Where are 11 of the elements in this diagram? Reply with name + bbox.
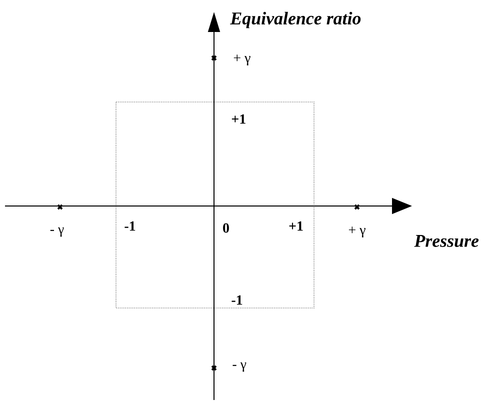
tick-label: -1: [124, 221, 136, 231]
axis-title: Equivalence ratio: [230, 12, 361, 28]
tick-label: +1: [289, 221, 303, 231]
tick-label: 0: [223, 223, 229, 233]
point-label: - γ: [50, 227, 64, 237]
tick-label: +1: [232, 114, 246, 124]
point-label: + γ: [348, 226, 366, 238]
point-label: - γ: [232, 362, 246, 372]
point-label: + γ: [234, 54, 250, 66]
tick-label: -1: [232, 295, 242, 305]
axis-title: Pressure: [414, 235, 479, 247]
